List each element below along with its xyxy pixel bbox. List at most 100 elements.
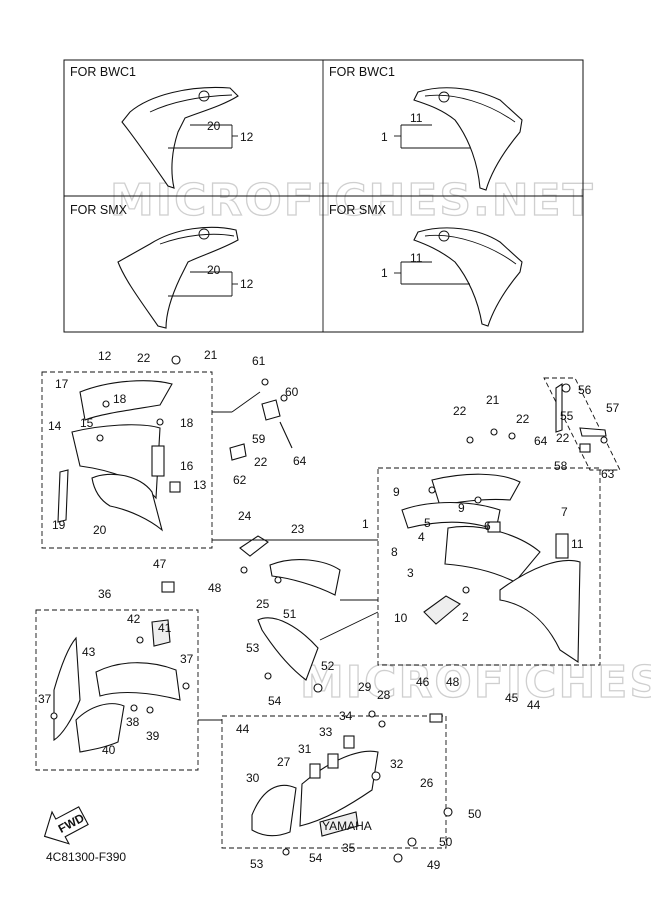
callout-label: 12 [240, 277, 254, 291]
assembly-group-12 [41, 371, 213, 549]
clip-part [161, 581, 175, 593]
trim-part [401, 502, 501, 531]
lower-panel-part [91, 473, 163, 532]
screw-part [561, 383, 571, 393]
part-number-label: 49 [427, 858, 441, 872]
cover-emblem [438, 91, 450, 103]
screw-part [428, 486, 436, 494]
part-number-label: 44 [527, 698, 541, 712]
diagram-code: 4C81300-F390 [46, 850, 126, 864]
part-number-label: 27 [277, 755, 291, 769]
part-number-label: 30 [246, 771, 260, 785]
part-number-label: 35 [342, 841, 356, 855]
part-number-label: 53 [246, 641, 260, 655]
screw-part [378, 720, 386, 728]
trim-strip-part [57, 469, 69, 523]
part-number-label: 3 [407, 566, 414, 580]
part-number-label: 5 [424, 516, 431, 530]
part-number-label: 53 [250, 857, 264, 871]
part-number-label: 2 [462, 610, 469, 624]
part-number-label: 54 [268, 694, 282, 708]
screw-part [368, 710, 376, 718]
clip-part [487, 521, 501, 533]
stay-part [279, 421, 293, 449]
part-number-label: 46 [416, 675, 430, 689]
part-number-label: 48 [446, 675, 460, 689]
part-number-label: 40 [102, 743, 116, 757]
part-number-label: 39 [146, 729, 160, 743]
damper-part [309, 763, 321, 779]
panel-header: FOR BWC1 [70, 65, 136, 79]
part-number-label: 43 [82, 645, 96, 659]
upper-cowl-part [79, 380, 173, 421]
part-number-label: 38 [126, 715, 140, 729]
part-number-label: 29 [358, 680, 372, 694]
inner-panel-part [444, 525, 541, 583]
screw-part [313, 683, 323, 693]
assembly-group-1 [377, 467, 601, 666]
side-cover-part [121, 86, 239, 189]
part-number-label: 22 [516, 412, 530, 426]
cover-stripe [149, 94, 233, 113]
part-number-label: 50 [439, 835, 453, 849]
screw-part [130, 704, 138, 712]
part-number-label: 21 [204, 348, 218, 362]
screw-part [136, 636, 144, 644]
cover-plate-part [151, 619, 171, 647]
part-number-label: 1 [362, 517, 369, 531]
screw-part [102, 400, 110, 408]
screw-part [261, 378, 269, 386]
forward-arrow-icon: FWD [43, 806, 89, 845]
cover-emblem [198, 90, 210, 102]
part-number-label: 64 [293, 454, 307, 468]
variant-panel-smx-left: FOR SMX 20 12 [70, 203, 254, 329]
part-number-label: 8 [391, 545, 398, 559]
callout-bracket [400, 124, 470, 149]
part-number-label: 18 [113, 392, 127, 406]
screw-part [274, 576, 282, 584]
screw-part [407, 837, 417, 847]
variant-grid: FOR BWC1 20 12 FOR BWC1 11 1 FOR SMX [63, 59, 584, 333]
screw-part [240, 566, 248, 574]
under-cowl-part [251, 784, 297, 837]
inner-panel-part [95, 662, 181, 701]
clip-part [429, 713, 443, 723]
callout-bracket [168, 124, 233, 149]
callout-label: 11 [410, 251, 423, 265]
screw-part [50, 712, 58, 720]
part-number-label: 9 [393, 485, 400, 499]
part-number-label: 17 [55, 377, 69, 391]
part-number-label: 36 [98, 587, 112, 601]
callout-label: 20 [207, 263, 221, 277]
part-number-label: 42 [127, 612, 141, 626]
cover-stripe [159, 233, 235, 245]
part-number-label: 55 [560, 409, 574, 423]
callout-label: 1 [381, 266, 388, 280]
part-number-label: 45 [505, 691, 519, 705]
part-number-label: 52 [321, 659, 335, 673]
brand-text: YAMAHA [322, 819, 372, 833]
screw-part [462, 586, 470, 594]
emblem-part [423, 595, 461, 625]
part-number-label: 21 [486, 393, 500, 407]
part-number-label: 63 [601, 467, 615, 481]
part-number-label: 60 [285, 385, 299, 399]
part-number-label: 37 [38, 692, 52, 706]
leader-line [319, 611, 379, 641]
screw-part [182, 682, 190, 690]
leader-line [231, 391, 261, 413]
callout-label: 20 [207, 119, 221, 133]
screw-part [474, 496, 482, 504]
stay-part [555, 382, 563, 433]
part-number-label: 10 [394, 611, 408, 625]
part-number-label: 6 [484, 519, 491, 533]
part-number-label: 11 [571, 537, 584, 551]
bracket-group [543, 377, 621, 471]
cover-stripe [424, 94, 516, 123]
part-number-label: 50 [468, 807, 482, 821]
part-number-label: 7 [561, 505, 568, 519]
screw-part [443, 807, 453, 817]
part-number-label: 25 [256, 597, 270, 611]
